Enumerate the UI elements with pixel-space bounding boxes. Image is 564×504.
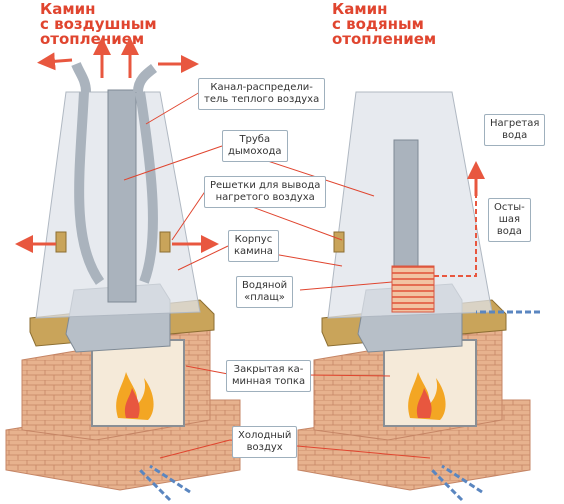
label-cold-air-line-2: воздух: [246, 442, 283, 453]
label-hot-water-line-1: Нагретая: [490, 118, 540, 129]
left-fireplace: [5, 37, 241, 502]
right-title-line-3: отоплением: [332, 30, 437, 48]
label-channel-line-1: Канал-распредели-: [210, 82, 313, 93]
right-cold-air-arrow-1: [430, 468, 464, 502]
label-cooled-water: Осты- шая вода: [488, 198, 531, 242]
label-body-line-1: Корпус: [234, 234, 273, 245]
left-flame-icon: [116, 372, 154, 420]
right-title-line-1: Камин: [332, 0, 388, 18]
left-title: Камин с воздушным отоплением: [40, 2, 157, 47]
label-hot-water-line-2: вода: [502, 130, 528, 141]
label-cold-air-line-1: Холодный: [238, 430, 292, 441]
label-chimney-line-1: Труба: [239, 134, 271, 145]
label-firebox-line-1: Закрытая ка-: [233, 364, 304, 375]
label-body: Корпус камина: [228, 230, 279, 262]
label-hot-water: Нагретая вода: [484, 114, 546, 146]
right-title-line-2: с водяным: [332, 15, 424, 33]
left-title-line-1: Камин: [40, 0, 96, 18]
label-grilles-line-1: Решетки для вывода: [210, 180, 321, 191]
label-grilles: Решетки для вывода нагретого воздуха: [204, 176, 327, 208]
label-firebox: Закрытая ка- минная топка: [226, 360, 312, 392]
label-jacket-line-2: «плащ»: [244, 292, 285, 303]
label-chimney: Труба дымохода: [222, 130, 288, 162]
label-cooled-water-line-1: Осты-: [494, 202, 525, 213]
water-jacket-coil: [391, 265, 435, 313]
label-body-line-2: камина: [234, 246, 273, 257]
left-cold-air-arrow-1: [138, 468, 172, 502]
label-channel-line-2: тель теплого воздуха: [204, 94, 320, 105]
left-title-line-2: с воздушным: [40, 15, 157, 33]
left-hot-air-arrow-top-left: [37, 52, 73, 71]
label-cooled-water-line-2: шая: [498, 214, 520, 225]
label-jacket-line-1: Водяной: [242, 280, 288, 291]
label-channel: Канал-распредели- тель теплого воздуха: [198, 78, 326, 110]
right-firebox: [383, 339, 477, 427]
right-title: Камин с водяным отоплением: [332, 2, 436, 47]
label-chimney-line-2: дымохода: [228, 146, 282, 157]
right-cold-air-arrow-2: [441, 464, 483, 494]
label-grilles-line-2: нагретого воздуха: [215, 192, 315, 203]
label-cooled-water-line-3: вода: [496, 226, 522, 237]
left-title-line-3: отоплением: [40, 30, 145, 48]
right-flame-icon: [408, 372, 446, 420]
left-cold-air-arrow-2: [149, 464, 191, 494]
right-fireplace: [297, 91, 540, 502]
label-cold-air: Холодный воздух: [232, 426, 298, 458]
label-firebox-line-2: минная топка: [232, 376, 306, 387]
hot-water-pipe: [434, 180, 477, 277]
label-jacket: Водяной «плащ»: [236, 276, 294, 308]
